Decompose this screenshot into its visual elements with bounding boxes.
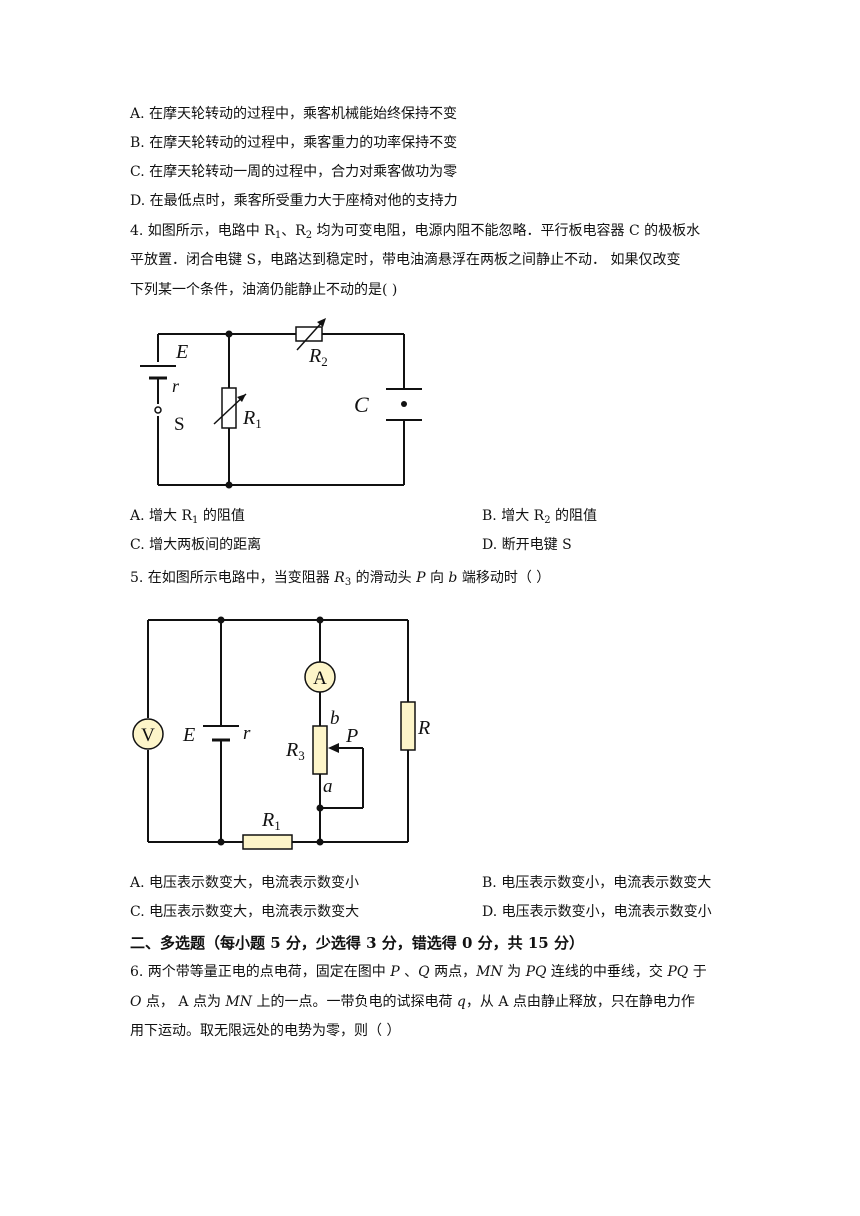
- r3-resistor: [312, 725, 328, 775]
- q4-stem-line3: 下列某一个条件，油滴仍能静止不动的是( ): [130, 282, 398, 298]
- q3-option-d: D. 在最低点时，乘客所受重力大于座椅对他的支持力: [130, 193, 458, 209]
- label-v: V: [141, 725, 155, 746]
- r1-resistor: [221, 387, 237, 429]
- label-s: S: [174, 414, 185, 435]
- label-r2: R2: [417, 717, 430, 741]
- q5-stem: 5. 在如图所示电路中，当变阻器 R3 的滑动头 P 向 b 端移动时（ ）: [130, 570, 551, 588]
- oil-drop: [401, 401, 407, 407]
- q6-stem-line1: 6. 两个带等量正电的点电荷，固定在图中 P 、Q 两点，MN 为 PQ 连线的…: [130, 964, 707, 980]
- q4-option-d: D. 断开电键 S: [482, 537, 572, 553]
- q4-circuit-diagram: E r S R1 R2 C: [140, 318, 422, 489]
- label-r3: R3: [285, 739, 305, 763]
- q4-option-c: C. 增大两板间的距离: [130, 537, 262, 553]
- label-r: r: [243, 723, 251, 744]
- q3-option-a: A. 在摩天轮转动的过程中，乘客机械能始终保持不变: [130, 106, 458, 122]
- q5-option-c: C. 电压表示数变大，电流表示数变大: [130, 904, 360, 920]
- q4-option-a: A. 增大 R1 的阻值: [130, 508, 245, 526]
- label-e: E: [175, 341, 188, 363]
- r2-resistor: [400, 701, 416, 751]
- label-r: r: [172, 376, 180, 396]
- label-b: b: [330, 708, 340, 729]
- q4-option-b: B. 增大 R2 的阻值: [482, 508, 598, 526]
- q5-option-d: D. 电压表示数变小，电流表示数变小: [482, 904, 712, 920]
- q3-option-c: C. 在摩天轮转动一周的过程中，合力对乘客做功为零: [130, 164, 458, 180]
- q5-option-a: A. 电压表示数变大，电流表示数变小: [130, 875, 360, 891]
- q6-stem-line2: O 点， A 点为 MN 上的一点。一带负电的试探电荷 q，从 A 点由静止释放…: [130, 994, 695, 1010]
- q4-stem-line1: 4. 如图所示，电路中 R1、R2 均为可变电阻，电源内阻不能忽略．平行板电容器…: [130, 223, 701, 241]
- section-heading-multi-choice: 二、多选题（每小题 5 分，少选得 3 分，错选得 0 分，共 15 分）: [130, 934, 584, 952]
- q5-circuit-diagram: V A E r b a P R3 R2 R1: [132, 616, 430, 850]
- switch-contact-icon: [154, 406, 162, 414]
- label-r1: R1: [242, 407, 262, 431]
- voltmeter-icon: [132, 718, 164, 750]
- q4-stem-line2: 平放置．闭合电键 S，电路达到稳定时，带电油滴悬浮在两板之间静止不动． 如果仅改…: [130, 252, 681, 268]
- r1-resistor: [242, 834, 293, 850]
- ammeter-icon: [304, 661, 336, 693]
- label-a: a: [323, 776, 333, 797]
- q5-option-b: B. 电压表示数变小，电流表示数变大: [482, 875, 712, 891]
- label-r1: R1: [261, 809, 281, 833]
- label-e: E: [182, 724, 195, 746]
- label-p: P: [345, 725, 358, 747]
- label-c: C: [354, 392, 369, 417]
- label-r2: R2: [308, 345, 328, 369]
- r2-resistor: [295, 326, 323, 342]
- q3-option-b: B. 在摩天轮转动的过程中，乘客重力的功率保持不变: [130, 135, 458, 151]
- label-a-meter: A: [313, 668, 327, 689]
- q6-stem-line3: 用下运动。取无限远处的电势为零，则（ ）: [130, 1023, 401, 1039]
